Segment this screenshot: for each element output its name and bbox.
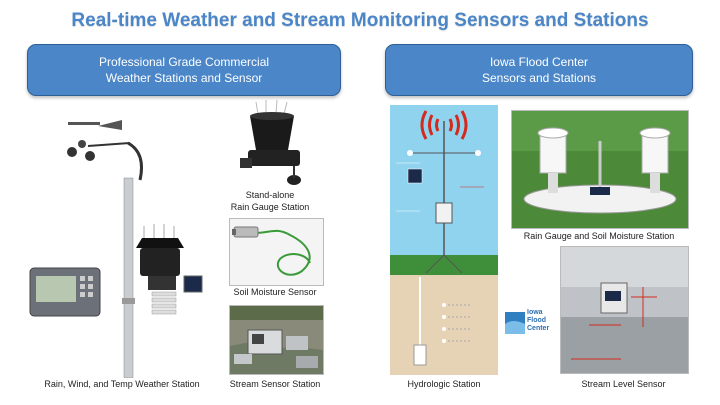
stream-level-caption: Stream Level Sensor <box>581 379 666 389</box>
logo-line: Center <box>527 325 550 332</box>
page-title: Real-time Weather and Stream Monitoring … <box>71 10 649 31</box>
hydrologic-station-diagram <box>390 105 498 375</box>
ifc-logo-mark <box>505 312 525 334</box>
soil-moisture-sensor-image <box>229 218 324 286</box>
header-line: Professional Grade Commercial <box>98 55 270 69</box>
soil-moisture-caption: Soil Moisture Sensor <box>233 287 317 297</box>
rain-gauge-soil-station-image <box>511 110 689 229</box>
caption-line: Rain Gauge Station <box>230 202 310 212</box>
header-line: Weather Stations and Sensor <box>105 71 263 85</box>
commercial-stations-header: Professional Grade Commercial Weather St… <box>27 44 341 96</box>
ifc-stations-header: Iowa Flood Center Sensors and Stations <box>385 44 693 96</box>
rain-gauge-image <box>240 100 301 185</box>
header-line: Sensors and Stations <box>481 71 597 85</box>
hydrologic-caption: Hydrologic Station <box>407 379 481 389</box>
stream-sensor-station-image <box>229 305 324 375</box>
weather-station-caption: Rain, Wind, and Temp Weather Station <box>44 379 200 389</box>
header-line: Iowa Flood Center <box>489 55 589 69</box>
ifc-logo: Iowa Flood Center <box>503 308 555 338</box>
logo-line: Flood <box>527 317 547 324</box>
caption-line: Stand-alone <box>245 190 295 200</box>
weather-station-image <box>29 120 203 378</box>
stream-sensor-caption: Stream Sensor Station <box>229 379 321 389</box>
logo-line: Iowa <box>527 309 543 316</box>
ifc-logo-text: Iowa Flood Center <box>527 309 549 333</box>
rain-gauge-soil-caption: Rain Gauge and Soil Moisture Station <box>523 231 675 241</box>
stream-level-sensor-image <box>560 246 689 374</box>
rain-gauge-caption: Stand-alone Rain Gauge Station <box>220 189 320 213</box>
